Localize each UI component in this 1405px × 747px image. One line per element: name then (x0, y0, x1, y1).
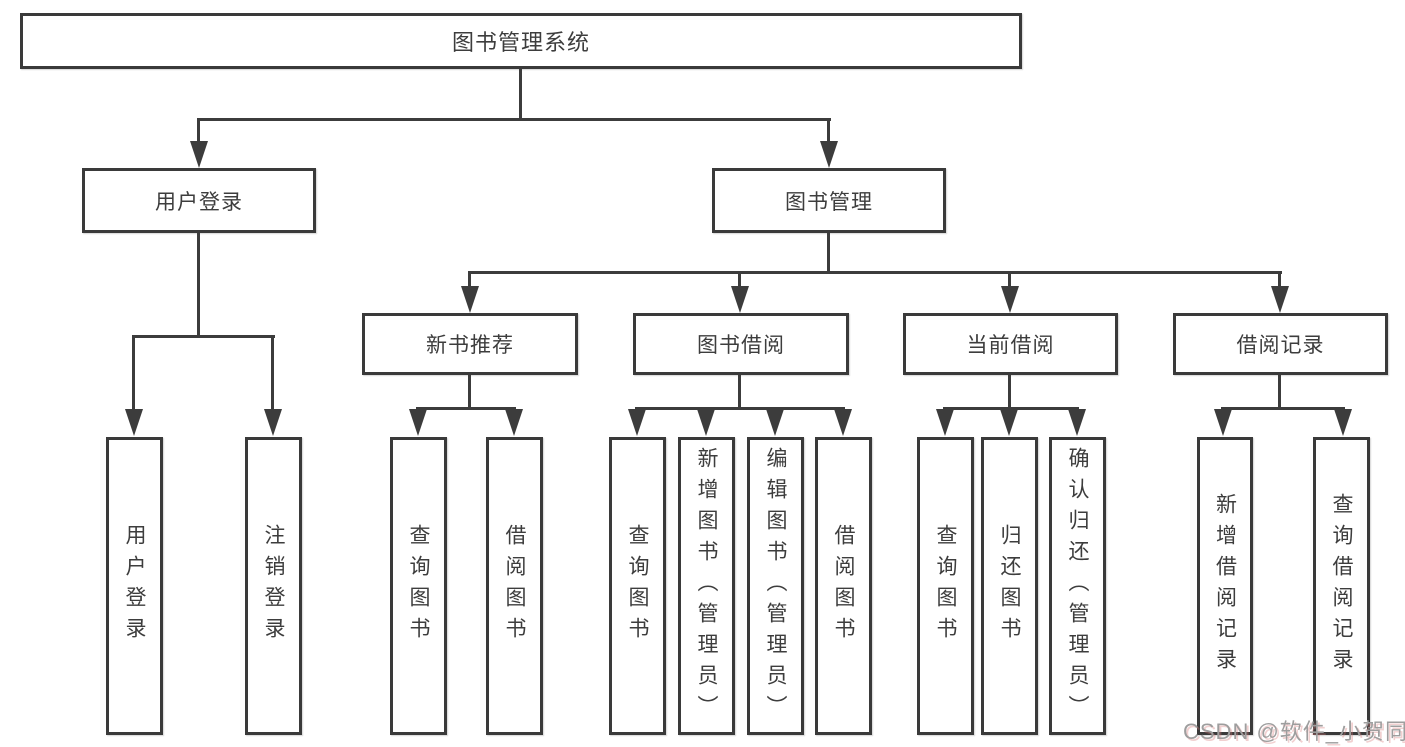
connector-line (197, 118, 200, 143)
connector-line (827, 233, 830, 271)
connector-line (468, 375, 471, 407)
arrow-down-icon (461, 286, 479, 313)
leaf-bb-edit-books-admin-label: 编辑图书（管理员） (764, 446, 787, 726)
arrow-down-icon (1000, 409, 1018, 436)
node-library-system: 图书管理系统 (20, 13, 1022, 69)
leaf-bb-add-books-admin: 新增图书（管理员） (678, 437, 735, 735)
leaf-user-login: 用户登录 (106, 437, 163, 735)
connector-line (197, 233, 200, 335)
leaf-br-add-record: 新增借阅记录 (1197, 437, 1253, 735)
arrow-down-icon (697, 409, 715, 436)
connector-line (416, 407, 516, 410)
leaf-user-login-label: 用户登录 (123, 524, 146, 648)
node-book-management-label: 图书管理 (785, 190, 873, 214)
connector-line (943, 407, 1079, 410)
arrow-down-icon (1001, 286, 1019, 313)
connector-line (132, 335, 135, 411)
arrow-down-icon (1068, 409, 1086, 436)
leaf-bb-borrow-books-label: 借阅图书 (832, 524, 855, 648)
connector-line (197, 118, 831, 121)
node-user-login-label: 用户登录 (155, 190, 243, 214)
node-borrowing-records-label: 借阅记录 (1236, 334, 1325, 357)
leaf-nbr-query-books: 查询图书 (390, 437, 447, 735)
arrow-down-icon (936, 409, 954, 436)
connector-line (738, 375, 741, 407)
leaf-br-query-record-label: 查询借阅记录 (1330, 493, 1353, 679)
leaf-br-query-record: 查询借阅记录 (1313, 437, 1370, 735)
connector-line (1008, 271, 1011, 287)
leaf-logout-label: 注销登录 (262, 524, 285, 648)
arrow-down-icon (628, 409, 646, 436)
node-book-borrowing-label: 图书借阅 (697, 334, 785, 357)
leaf-logout: 注销登录 (245, 437, 302, 735)
arrow-down-icon (1334, 409, 1352, 436)
connector-line (271, 335, 274, 411)
connector-line (132, 335, 275, 338)
leaf-cb-return-books: 归还图书 (981, 437, 1038, 735)
connector-line (827, 118, 830, 143)
leaf-bb-query-books-label: 查询图书 (626, 524, 649, 648)
leaf-nbr-borrow-books-label: 借阅图书 (503, 524, 526, 648)
csdn-watermark: CSDN @软件_小贺同学 (1183, 719, 1405, 744)
leaf-bb-edit-books-admin: 编辑图书（管理员） (747, 437, 804, 735)
node-borrowing-records: 借阅记录 (1173, 313, 1388, 375)
connector-line (1278, 271, 1281, 287)
node-current-borrowing: 当前借阅 (903, 313, 1118, 375)
connector-line (1278, 375, 1281, 407)
connector-line (1008, 375, 1011, 407)
connector-line (635, 407, 845, 410)
arrow-down-icon (1271, 286, 1289, 313)
connector-line (1221, 407, 1345, 410)
node-new-book-recommend: 新书推荐 (362, 313, 578, 375)
arrow-down-icon (731, 286, 749, 313)
leaf-cb-confirm-return-admin-label: 确认归还（管理员） (1066, 446, 1089, 726)
arrow-down-icon (264, 409, 282, 436)
node-current-borrowing-label: 当前借阅 (966, 334, 1055, 357)
leaf-cb-query-books: 查询图书 (917, 437, 974, 735)
connector-line (519, 69, 522, 118)
arrow-down-icon (1214, 409, 1232, 436)
node-new-book-recommend-label: 新书推荐 (426, 334, 514, 357)
leaf-bb-add-books-admin-label: 新增图书（管理员） (695, 446, 718, 726)
leaf-bb-query-books: 查询图书 (609, 437, 666, 735)
connector-line (468, 271, 471, 287)
leaf-cb-confirm-return-admin: 确认归还（管理员） (1049, 437, 1106, 735)
node-book-management: 图书管理 (712, 168, 946, 233)
arrow-down-icon (820, 141, 838, 168)
arrow-down-icon (834, 409, 852, 436)
arrow-down-icon (766, 409, 784, 436)
node-library-system-label: 图书管理系统 (451, 30, 590, 55)
leaf-br-add-record-label: 新增借阅记录 (1213, 493, 1237, 679)
leaf-nbr-query-books-label: 查询图书 (407, 524, 430, 648)
leaf-cb-return-books-label: 归还图书 (998, 524, 1021, 648)
node-user-login: 用户登录 (82, 168, 316, 233)
arrow-down-icon (125, 409, 143, 436)
connector-line (468, 271, 1282, 274)
leaf-nbr-borrow-books: 借阅图书 (486, 437, 543, 735)
connector-line (738, 271, 741, 287)
node-book-borrowing: 图书借阅 (633, 313, 849, 375)
arrow-down-icon (409, 409, 427, 436)
leaf-bb-borrow-books: 借阅图书 (815, 437, 872, 735)
leaf-cb-query-books-label: 查询图书 (934, 524, 957, 648)
arrow-down-icon (505, 409, 523, 436)
arrow-down-icon (190, 141, 208, 168)
